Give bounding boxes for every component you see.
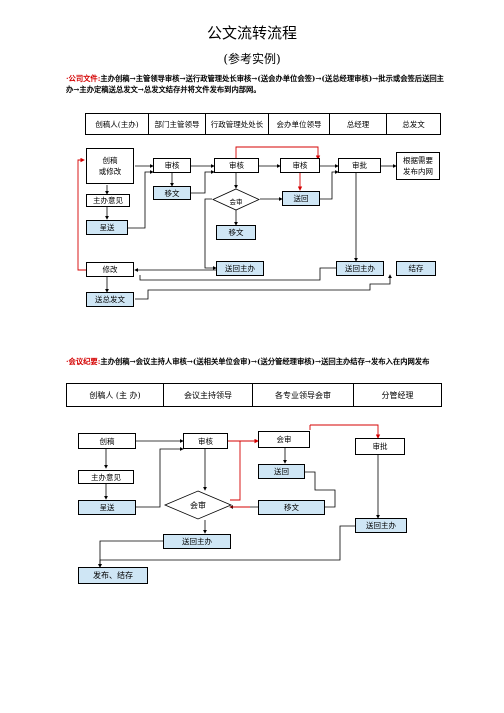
lane-label: 分管经理 (381, 390, 414, 400)
section1-tag: ·公司文件: (66, 74, 101, 83)
decision-label: 会审 (229, 198, 243, 206)
s2-draft-node: 创稿 (78, 433, 136, 449)
section2-description: ·会议纪要:主办创稿→会议主持人审核→(送相关单位会审)→(送分管经理审核)→送… (66, 356, 446, 367)
back-main1-node: 送回主办 (216, 261, 264, 276)
s2-approve-node: 审批 (355, 438, 405, 455)
page-title: 公文流转流程 (206, 24, 297, 42)
s2-decision-label: 会审 (190, 501, 206, 510)
lane-label: 总经理 (330, 114, 387, 134)
publish-node: 根据需要 发布内网 (396, 152, 440, 180)
s2-back-main2-node: 送回主办 (355, 518, 407, 533)
review1-node: 审核 (153, 158, 191, 173)
transfer2-node: 移文 (216, 225, 256, 240)
lane-label: 会议主持领导 (164, 384, 253, 406)
lane-label: 创稿人(主办) (86, 114, 149, 134)
s2-submit-node: 呈送 (78, 500, 136, 515)
section1-description: ·公司文件:主办创稿→主管领导审核→送行政管理处长审核→(送会办单位会签)→(送… (66, 73, 446, 95)
s2-publish-node: 发布、结存 (78, 567, 148, 584)
decision-node (212, 188, 260, 211)
lane-label: 创稿人 (主 办) (67, 384, 164, 406)
return1-node: 送回 (282, 191, 320, 206)
s2-meeting-node: 会审 (258, 431, 310, 448)
opinion-node: 主办意见 (86, 194, 130, 207)
approve-node: 审批 (338, 158, 381, 173)
section2-text: 主办创稿→会议主持人审核→(送相关单位会审)→(送分管经理审核)→送回主办结存→… (100, 357, 430, 366)
review2-node: 审核 (214, 158, 259, 173)
s2-transfer-node: 移文 (258, 500, 325, 515)
lane-label: 会办单位领导 (269, 114, 330, 134)
s2-opinion-node: 主办意见 (78, 470, 134, 484)
section1-lane-header: 创稿人(主办) 部门主管领导 行政管理处处长 会办单位领导 总经理 总发文 (85, 113, 441, 135)
draft-node: 创稿 或修改 (86, 148, 134, 184)
section2-lane-header: 创稿人 (主 办) 会议主持领导 各专业领导会审 分管经理 (66, 383, 442, 407)
send-total-node: 送总发文 (86, 292, 134, 307)
lane-label: 总发文 (402, 119, 425, 129)
page-subtitle: (参考实例) (223, 52, 281, 66)
lane-label: 部门主管领导 (149, 114, 206, 134)
modify-node: 修改 (86, 262, 134, 277)
lane-label: 各专业领导会审 (253, 384, 354, 406)
transfer1-node: 移文 (153, 186, 191, 200)
archive-node: 结存 (396, 261, 436, 276)
section1-text: 主办创稿→主管领导审核→送行政管理处长审核→(送会办单位会签)→(送总经理审核)… (66, 74, 444, 94)
s2-return1-node: 送回 (258, 464, 305, 479)
s2-back-main1-node: 送回主办 (163, 534, 231, 549)
s2-review-node: 审核 (183, 433, 228, 449)
back-main2-node: 送回主办 (336, 261, 384, 276)
section2-tag: ·会议纪要: (66, 357, 101, 366)
submit-node: 呈送 (86, 220, 128, 235)
review3-node: 审核 (280, 158, 320, 173)
lane-label: 行政管理处处长 (206, 114, 269, 134)
s2-decision-node (163, 490, 233, 520)
